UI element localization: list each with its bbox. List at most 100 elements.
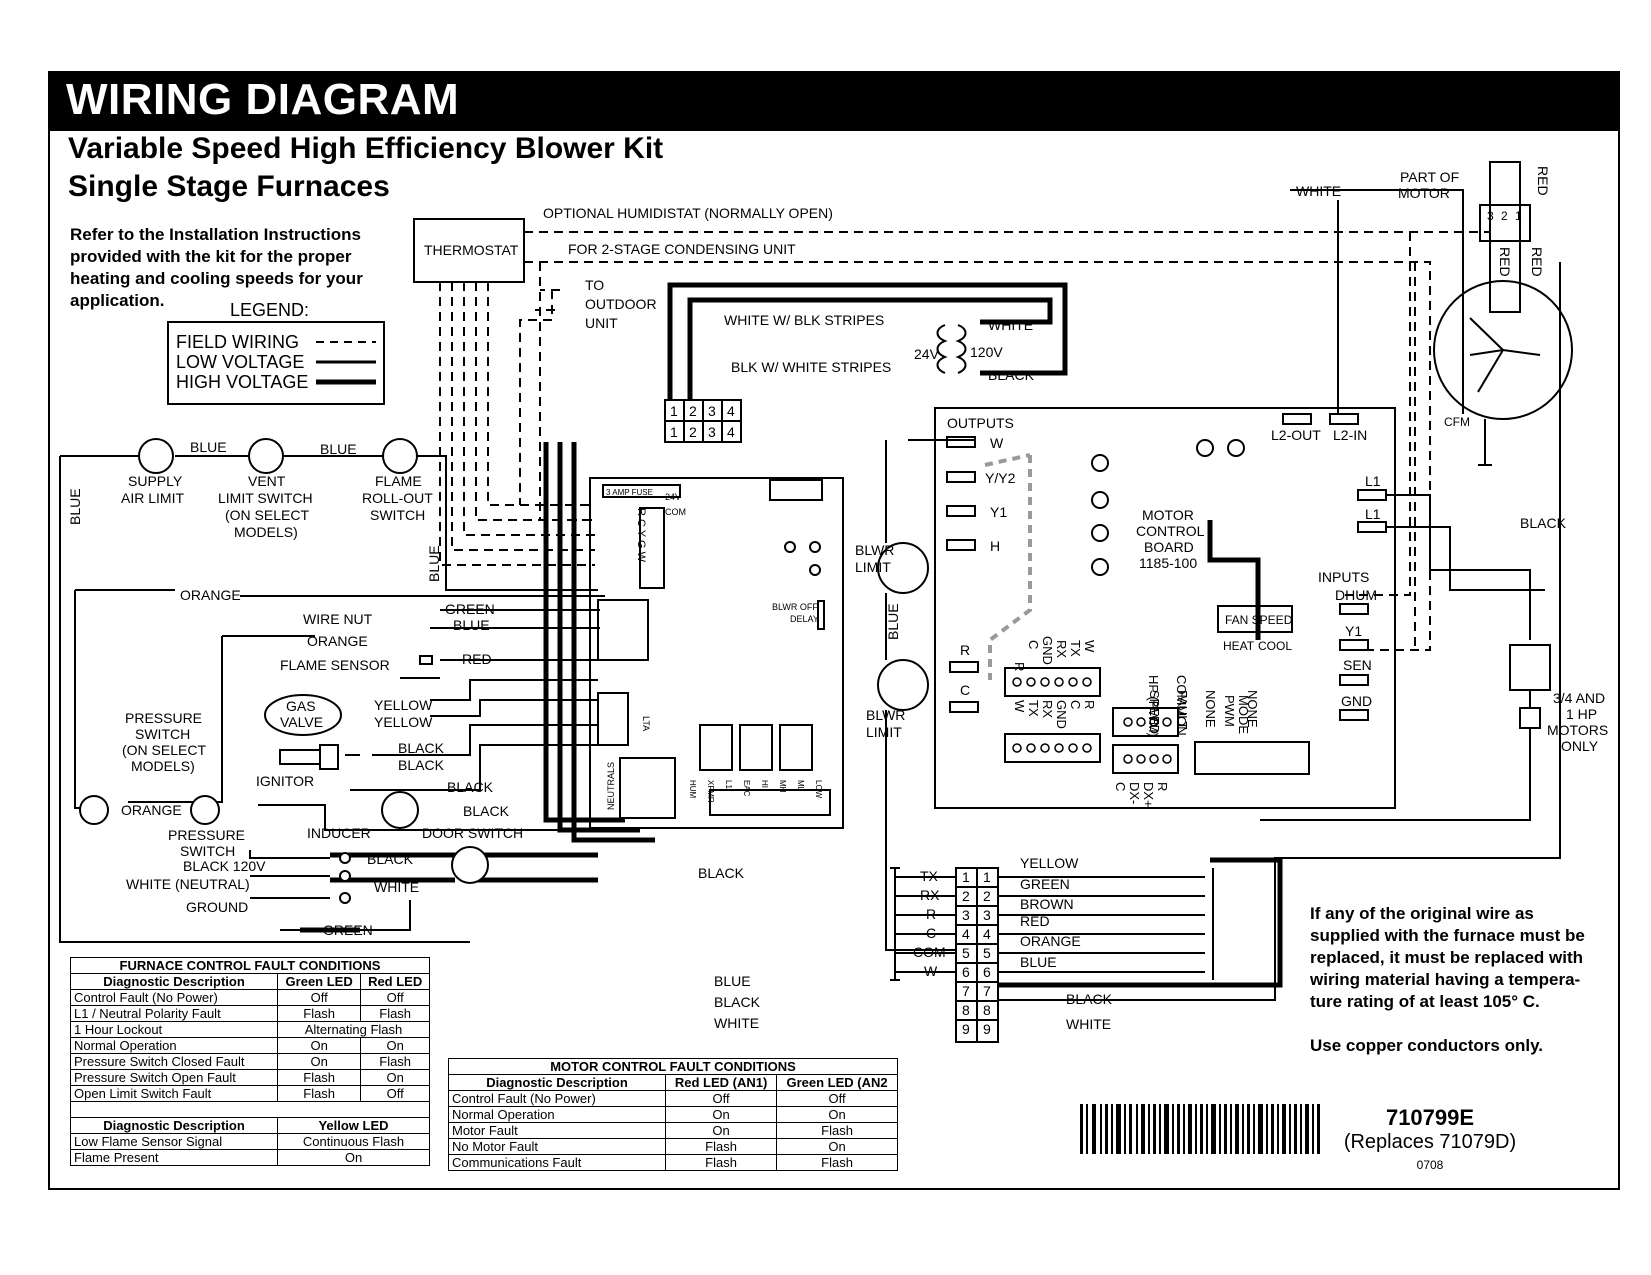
- tb-num: 8: [962, 1002, 970, 1018]
- transformer-white-label: WHITE: [988, 317, 1033, 333]
- table-header: Diagnostic Description: [70, 973, 278, 990]
- table-cell: Pressure Switch Closed Fault: [70, 1053, 278, 1070]
- tb-num: 9: [962, 1021, 970, 1037]
- legend-high-label: HIGH VOLTAGE: [176, 372, 308, 392]
- table-cell: On: [776, 1138, 898, 1155]
- two-stage-label: FOR 2-STAGE CONDENSING UNIT: [568, 241, 796, 257]
- term-l1: L1: [724, 780, 733, 789]
- sel-label: NONE: [1245, 690, 1260, 728]
- pressure-switch-right: [190, 795, 220, 825]
- tb-right-label: GREEN: [1020, 876, 1070, 892]
- term-low: LOW: [814, 780, 823, 799]
- table-cell: Flash: [360, 1053, 430, 1070]
- subtitle-line-1: Variable Speed High Efficiency Blower Ki…: [68, 132, 664, 165]
- legend-box: [167, 321, 385, 405]
- table-cell: Alternating Flash: [277, 1021, 430, 1038]
- table-cell: Flash: [276, 1085, 362, 1102]
- hp-label-4: ONLY: [1561, 738, 1599, 754]
- pin-top-label: RX: [1054, 640, 1069, 658]
- mcb-title-2: CONTROL: [1136, 523, 1205, 539]
- tb-black-label-c: BLACK: [1066, 991, 1113, 1007]
- legend-field-label: FIELD WIRING: [176, 332, 299, 352]
- pin-top-label: W: [1082, 640, 1097, 653]
- neutrals-label: NEUTRALS: [606, 762, 616, 810]
- humidistat-label: OPTIONAL HUMIDISTAT (NORMALLY OPEN): [543, 205, 833, 221]
- inducer-motor: [381, 791, 419, 829]
- tb-left-label: C: [926, 925, 936, 941]
- black-label-5: BLACK: [367, 851, 414, 867]
- table-header: Diagnostic Description: [70, 1117, 278, 1134]
- mcb-r-label: R: [960, 642, 970, 658]
- table-cell: On: [664, 1122, 778, 1139]
- out-yy2-label: Y/Y2: [985, 470, 1016, 486]
- part-number-block: 710799E (Replaces 71079D) 0708: [1335, 1105, 1525, 1172]
- table-cell: L1 / Neutral Polarity Fault: [70, 1005, 278, 1022]
- thermostat-label: THERMOSTAT: [424, 242, 519, 258]
- legend-title: LEGEND:: [230, 300, 309, 320]
- yellow-label-2: YELLOW: [374, 714, 433, 730]
- sel-label: HP (PWM): [1146, 675, 1161, 737]
- term-eac: EAC: [742, 780, 751, 797]
- green-wire-label: GREEN: [445, 601, 495, 617]
- tb-white-label-b: WHITE: [1066, 1016, 1111, 1032]
- flame-label-3: SWITCH: [370, 507, 425, 523]
- tb-num: 7: [962, 983, 970, 999]
- conn-bottom-4: 4: [727, 424, 735, 440]
- mcb-title-1: MOTOR: [1142, 507, 1194, 523]
- tb-blue-label: BLUE: [714, 973, 751, 989]
- warning-line: If any of the original wire as: [1310, 904, 1534, 923]
- conn-top-1: 1: [670, 403, 678, 419]
- pin-bottom-label: GND: [1054, 700, 1069, 729]
- psw-label-1: PRESSURE: [168, 827, 245, 843]
- flame-label-2: ROLL-OUT: [362, 490, 433, 506]
- vent-limit-switch: [248, 438, 284, 474]
- tb-num: 1: [962, 869, 970, 885]
- sel-label: COMMON: [1174, 675, 1189, 736]
- orange-label-3: ORANGE: [121, 802, 182, 818]
- out-y1-label: Y1: [990, 504, 1007, 520]
- table-cell: On: [276, 1037, 362, 1054]
- tb-num: 4: [983, 926, 991, 942]
- table-cell: 1 Hour Lockout: [70, 1021, 278, 1038]
- tb-left-label: COM: [913, 944, 946, 960]
- mcb-model: 1185-100: [1139, 555, 1197, 571]
- pin-top-label: TX: [1068, 640, 1083, 657]
- limit-label-1: LIMIT: [855, 559, 891, 575]
- 120v-label: 120V: [970, 344, 1003, 360]
- table-header: Diagnostic Description: [448, 1074, 666, 1091]
- table-header: Green LED (AN2: [776, 1074, 898, 1091]
- tb-num: 6: [983, 964, 991, 980]
- rcygw-label: R C Y G W: [635, 508, 647, 563]
- page-title: WIRING DIAGRAM: [66, 75, 460, 124]
- sel-label: SPEED: [1147, 690, 1162, 734]
- table-cell: Low Flame Sensor Signal: [70, 1133, 278, 1150]
- plug-pin: 1: [1515, 209, 1522, 223]
- pressure-label-3: (ON SELECT: [122, 742, 206, 758]
- part-of-label-1: PART OF: [1400, 169, 1459, 185]
- table-cell: Control Fault (No Power): [70, 989, 278, 1006]
- fan-speed-label: FAN SPEED: [1225, 613, 1293, 627]
- tb-black-label-a: BLACK: [698, 865, 745, 881]
- vent-label-1: VENT: [248, 473, 286, 489]
- tb-right-label: BLUE: [1020, 954, 1057, 970]
- term-hi: HI: [760, 780, 769, 788]
- table-spacer-row: [70, 1101, 430, 1118]
- conn-top-4: 4: [727, 403, 735, 419]
- tb-num: 4: [962, 926, 970, 942]
- blk-white-stripes-label: BLK W/ WHITE STRIPES: [731, 359, 891, 375]
- pin-top-label: GND: [1040, 636, 1055, 665]
- table-cell: No Motor Fault: [448, 1138, 666, 1155]
- term-hum: HUM: [688, 780, 697, 799]
- table-cell: Flash: [360, 1005, 430, 1022]
- board-com-label: COM: [665, 507, 686, 517]
- table-cell: On: [360, 1037, 430, 1054]
- hp-label-3: MOTORS: [1547, 722, 1608, 738]
- instructions-line: provided with the kit for the proper: [70, 247, 352, 266]
- part-of-label-2: MOTOR: [1398, 185, 1450, 201]
